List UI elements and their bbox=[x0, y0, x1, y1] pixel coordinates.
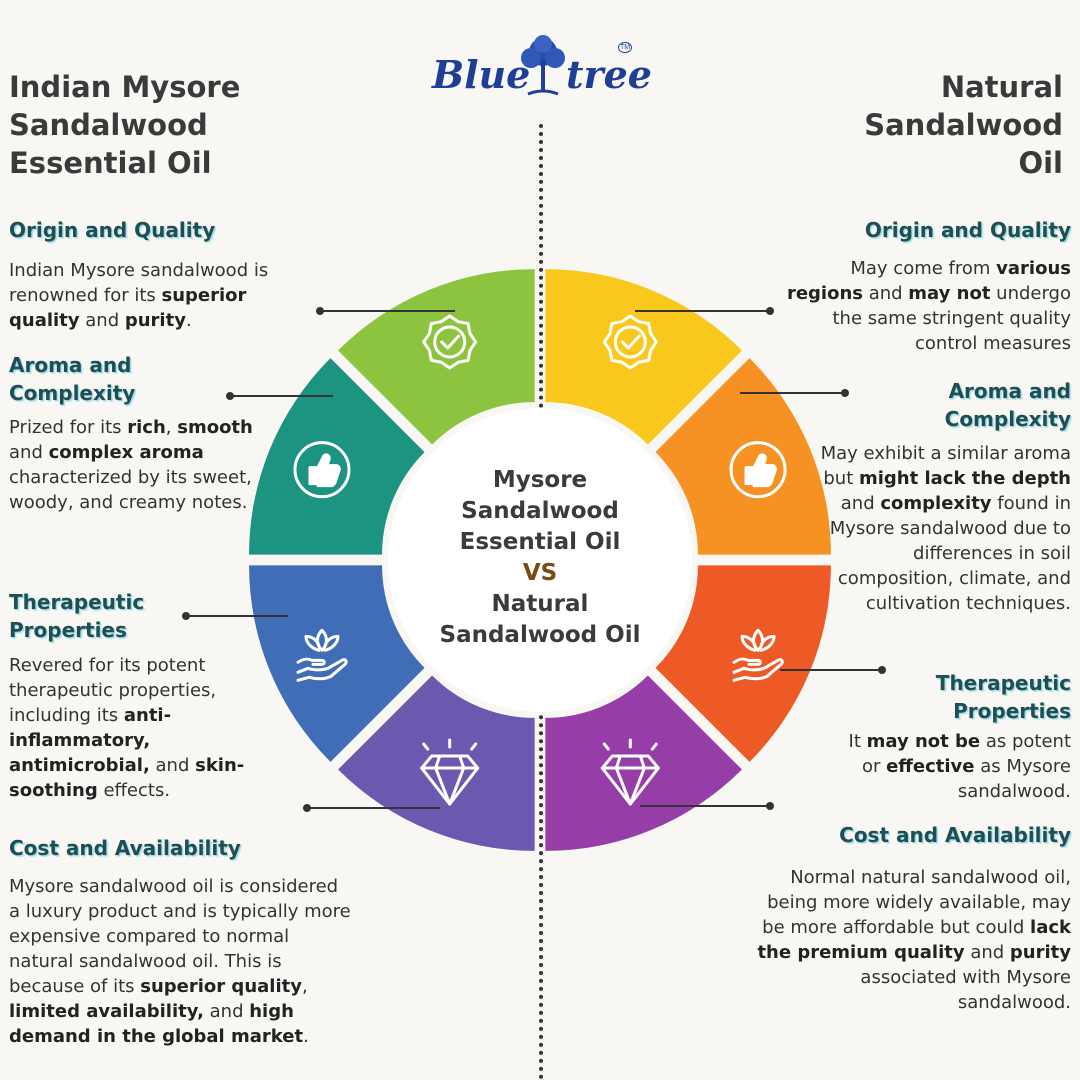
trademark-mark: TM bbox=[618, 42, 633, 53]
center-line: Sandalwood Oil bbox=[439, 622, 641, 648]
diamond-icon bbox=[600, 738, 660, 806]
segment-right-aroma bbox=[655, 358, 831, 555]
center-line: Natural bbox=[491, 591, 589, 617]
section-heading: Cost and Availability bbox=[839, 823, 1071, 847]
diamond-icon bbox=[420, 738, 480, 806]
left-section-aroma: Aroma and Complexity Prized for its rich… bbox=[9, 351, 279, 515]
left-title-line: Indian Mysore bbox=[9, 70, 241, 104]
section-heading: Origin and Quality bbox=[9, 218, 216, 242]
left-title-line: Essential Oil bbox=[9, 146, 212, 180]
right-title-line: Sandalwood bbox=[864, 108, 1063, 142]
left-column-title: Indian Mysore Sandalwood Essential Oil bbox=[9, 68, 240, 182]
brand-logo: Blue tree TM bbox=[430, 30, 652, 110]
connector-right-aroma-dot bbox=[841, 389, 849, 397]
connector-left-cost-dot bbox=[303, 804, 311, 812]
section-heading: Cost and Availability bbox=[9, 836, 241, 860]
connector-right-therapeutic-dot bbox=[878, 666, 886, 674]
left-title-line: Sandalwood bbox=[9, 108, 208, 142]
center-circle bbox=[388, 408, 692, 712]
connector-right-origin-dot bbox=[766, 307, 774, 315]
lotus-hand-icon bbox=[296, 628, 348, 682]
right-title-line: Natural bbox=[940, 70, 1063, 104]
section-text: It may not be as potent or effective as … bbox=[848, 731, 1071, 802]
connector-left-aroma-dot bbox=[226, 392, 234, 400]
right-title-line: Oil bbox=[1018, 146, 1063, 180]
section-text: Prized for its rich, smooth and complex … bbox=[9, 417, 253, 513]
lotus-hand-icon bbox=[732, 628, 784, 682]
left-section-therapeutic: Therapeutic Properties Revered for its p… bbox=[9, 588, 259, 803]
section-text: May come from various regions and may no… bbox=[786, 258, 1071, 354]
left-section-origin: Origin and Quality Indian Mysore sandalw… bbox=[9, 216, 309, 333]
section-text: Normal natural sandalwood oil, being mor… bbox=[757, 867, 1071, 1013]
logo-text-tree: tree bbox=[566, 52, 652, 97]
section-text: Mysore sandalwood oil is considered a lu… bbox=[9, 876, 351, 1047]
connector-left-origin-dot bbox=[316, 307, 324, 315]
right-section-cost: Cost and Availability Normal natural san… bbox=[751, 821, 1071, 1015]
left-section-cost: Cost and Availability Mysore sandalwood … bbox=[9, 834, 354, 1049]
section-heading: Aroma and Complexity bbox=[9, 353, 136, 405]
segment-left-origin bbox=[338, 269, 535, 445]
connector-left-therapeutic-dot bbox=[182, 612, 190, 620]
connector-right-cost-dot bbox=[766, 802, 774, 810]
logo-text-blue: Blue bbox=[432, 52, 531, 97]
check-badge-icon bbox=[602, 314, 658, 370]
center-line: Mysore bbox=[492, 467, 588, 493]
thumbs-up-icon bbox=[729, 441, 787, 499]
thumbs-up-icon bbox=[293, 441, 351, 499]
section-text: May exhibit a similar aroma but might la… bbox=[820, 443, 1071, 614]
right-column-title: Natural Sandalwood Oil bbox=[864, 68, 1063, 182]
segment-left-aroma bbox=[249, 358, 425, 555]
section-text: Revered for its potent therapeutic prope… bbox=[9, 655, 245, 801]
right-section-therapeutic: Therapeutic Properties It may not be as … bbox=[831, 669, 1071, 804]
check-badge-icon bbox=[422, 314, 478, 370]
section-heading: Aroma and Complexity bbox=[944, 379, 1071, 431]
section-heading: Therapeutic Properties bbox=[9, 590, 145, 642]
center-line: Sandalwood bbox=[461, 498, 619, 524]
segment-right-origin bbox=[545, 269, 742, 445]
right-section-aroma: Aroma and Complexity May exhibit a simil… bbox=[811, 377, 1071, 616]
section-heading: Origin and Quality bbox=[864, 218, 1071, 242]
section-heading: Therapeutic Properties bbox=[935, 671, 1071, 723]
tree-icon bbox=[521, 35, 565, 96]
vs-label: VS bbox=[522, 560, 558, 586]
segment-right-therapeutic bbox=[655, 565, 831, 762]
center-label: Mysore Sandalwood Essential Oil VS Natur… bbox=[415, 465, 665, 651]
center-line: Essential Oil bbox=[459, 529, 621, 555]
right-section-origin: Origin and Quality May come from various… bbox=[781, 216, 1071, 356]
section-text: Indian Mysore sandalwood is renowned for… bbox=[9, 260, 269, 331]
